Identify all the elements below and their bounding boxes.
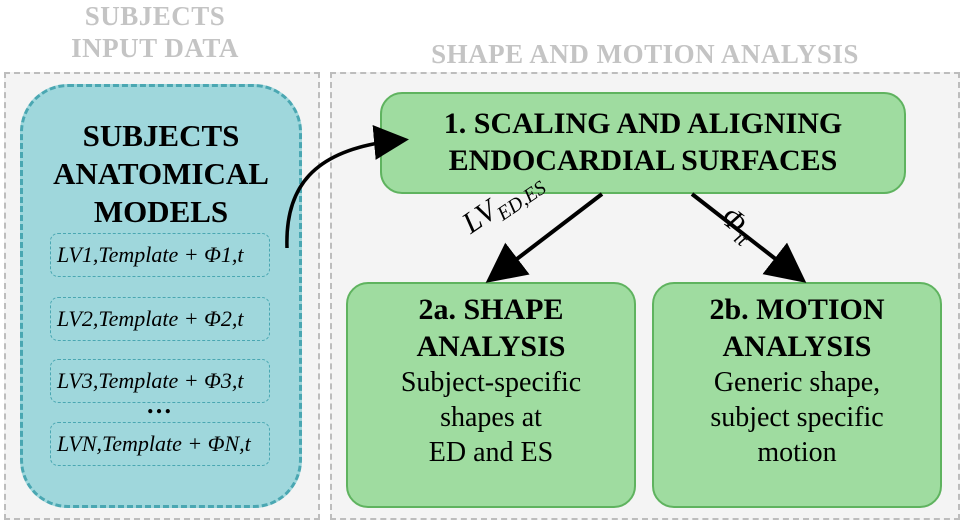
left-section-title-line-1: SUBJECTS <box>84 1 226 31</box>
step2a-title-line-1: 2a. SHAPE <box>418 293 564 326</box>
right-section-title: SHAPE AND MOTION ANALYSIS <box>431 39 859 69</box>
phi-subscript: N,t <box>224 431 251 456</box>
step2a-desc-line-3: ED and ES <box>428 437 554 469</box>
step1-scaling-aligning-box: 1. SCALING AND ALIGNING ENDOCARDIAL SURF… <box>380 92 906 194</box>
phi-symbol: Φ <box>207 431 225 456</box>
phi-symbol: Φ <box>204 368 221 393</box>
step1-to-2a-arrow <box>485 192 604 283</box>
step2b-desc-line-3: motion <box>757 437 837 469</box>
step1-to-2b-arrow <box>690 192 807 283</box>
phi-symbol: Φ <box>204 306 221 331</box>
phi-symbol: Φ <box>204 242 221 267</box>
lv-subscript: 2,Template <box>81 306 179 331</box>
step2a-title-line-2: ANALYSIS <box>416 329 566 363</box>
lv-subscript: 3,Template <box>81 368 179 393</box>
step2a-desc-line-1: Subject-specific <box>400 367 582 399</box>
lv-subscript: 1,Template <box>81 242 179 267</box>
input-to-step1-arrow <box>285 125 409 249</box>
lv-subscript: N,Template <box>81 431 182 456</box>
plus-operator: + <box>178 368 205 393</box>
lv-symbol: LV <box>57 306 82 331</box>
left-section-title-line-2: INPUT DATA <box>71 33 239 64</box>
lv-symbol: LV <box>57 242 82 267</box>
subjects-title-line-1: SUBJECTS <box>82 118 240 153</box>
subjects-title-line-2: ANATOMICAL <box>53 155 269 191</box>
subjects-box-title: SUBJECTS ANATOMICAL MODELS <box>23 117 299 230</box>
step2b-title-line-2: ANALYSIS <box>722 329 872 363</box>
lv-symbol: LV <box>57 368 82 393</box>
lv-symbol: LV <box>57 431 82 456</box>
subjects-title-line-3: MODELS <box>93 193 229 229</box>
step2b-desc-line-2: subject specific <box>710 402 884 434</box>
step2a-shape-analysis-box: 2a. SHAPE ANALYSIS Subject-specific shap… <box>346 282 636 508</box>
plus-operator: + <box>178 306 205 331</box>
step2b-title-line-1: 2b. MOTION <box>709 293 885 326</box>
step1-line-2: ENDOCARDIAL SURFACES <box>448 143 838 177</box>
phi-subscript: 3,t <box>220 368 244 393</box>
step2b-desc-line-1: Generic shape, <box>713 367 881 399</box>
plus-operator: + <box>178 242 205 267</box>
step2b-motion-analysis-box: 2b. MOTION ANALYSIS Generic shape, subje… <box>652 282 942 508</box>
ellipsis: … <box>146 390 174 419</box>
step1-line-1: 1. SCALING AND ALIGNING <box>443 107 843 140</box>
plus-operator: + <box>181 431 208 456</box>
phi-subscript: 1,t <box>220 242 244 267</box>
left-section-title: SUBJECTS INPUT DATA <box>30 0 280 65</box>
step2a-desc-line-2: shapes at <box>440 402 542 434</box>
phi-subscript: 2,t <box>220 306 244 331</box>
